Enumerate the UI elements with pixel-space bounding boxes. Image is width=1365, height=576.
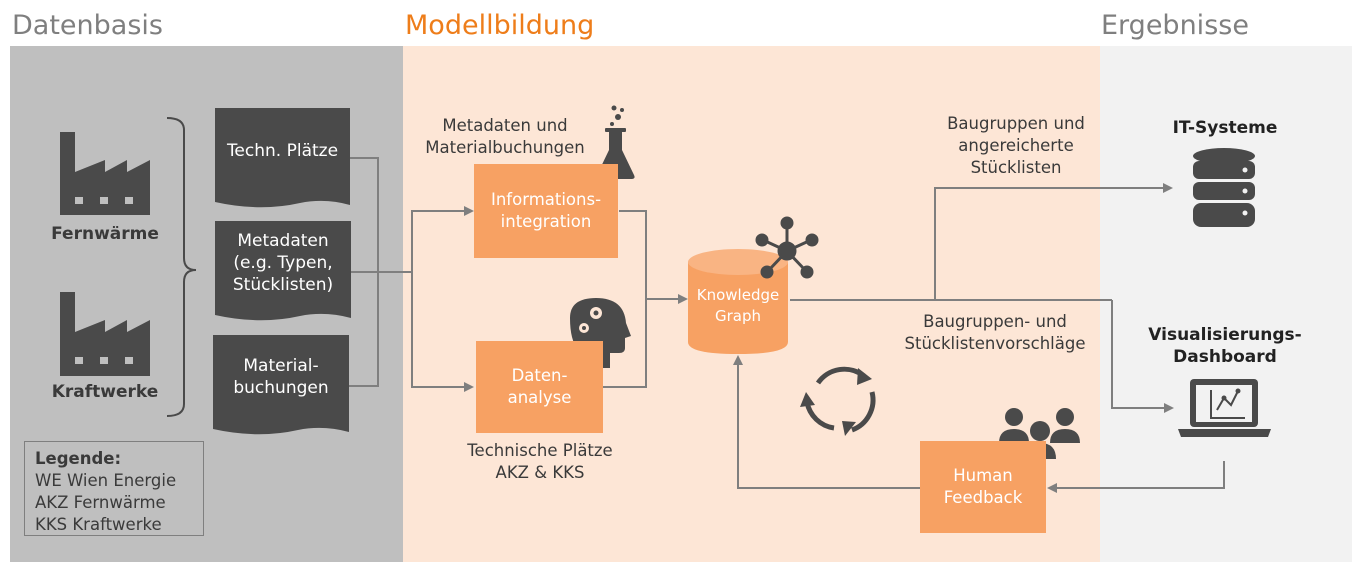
factory-icon-fernwaerme (60, 132, 150, 215)
arrow-feedback-to-graph (733, 355, 920, 489)
knowledge-graph-line1: Knowledge (696, 286, 780, 304)
label-visualisierungs-dashboard: Visualisierungs- Dashboard (1130, 324, 1320, 368)
connector-info-to-graph (619, 210, 647, 298)
cycle-arrowheads (800, 368, 872, 436)
document-shape-materialbuchungen (213, 335, 349, 435)
doc-label-metadaten-line2: (e.g. Typen, (233, 253, 333, 273)
label-metadaten-line2: Materialbuchungen (425, 138, 585, 157)
arrow-to-it-systems (934, 183, 1173, 300)
box-human-feedback: Human Feedback (920, 441, 1046, 533)
label-baugruppen-vorschlaege: Baugruppen- und Stücklistenvorschläge (895, 311, 1095, 355)
doc-label-material-line1: Material- (243, 356, 319, 376)
label-technische-line1: Technische Plätze (467, 441, 613, 460)
box-analyse-line2: analyse (507, 388, 572, 407)
label-fernwaerme: Fernwärme (51, 224, 159, 244)
label-vorschlaege-line2: Stücklistenvorschläge (904, 334, 1086, 353)
label-vorschlaege-line1: Baugruppen- und (923, 312, 1067, 331)
label-technische-plaetze: Technische Plätze AKZ & KKS (455, 440, 625, 484)
doc-label-metadaten-line3: Stücklisten) (232, 275, 334, 295)
doc-label-metadaten-line1: Metadaten (237, 231, 329, 251)
legend-item: AKZ Fernwärme (35, 493, 166, 512)
doc-label-materialbuchungen: Material- buchungen (213, 355, 349, 399)
arrow-to-dashboard (1111, 300, 1174, 413)
doc-label-metadaten: Metadaten (e.g. Typen, Stücklisten) (215, 230, 351, 296)
arrow-to-data-analysis (411, 272, 474, 392)
label-baugruppen-angereichert: Baugruppen und angereicherte Stücklisten (925, 113, 1107, 179)
legend-item: KKS Kraftwerke (35, 515, 162, 534)
doc-label-techn-plaetze: Techn. Plätze (226, 141, 339, 161)
label-it-systeme: IT-Systeme (1172, 118, 1278, 138)
label-kraftwerke: Kraftwerke (51, 382, 159, 402)
knowledge-graph-line2: Graph (714, 307, 761, 325)
legend-title: Legende: (35, 449, 122, 468)
doc-label-material-line2: buchungen (233, 378, 329, 398)
section-title-datenbasis: Datenbasis (12, 10, 163, 41)
database-icon (1193, 148, 1255, 227)
section-title-modellbildung: Modellbildung (405, 10, 595, 41)
laptop-chart-icon (1178, 379, 1271, 437)
factory-icon-kraftwerke (60, 292, 150, 376)
label-technische-line2: AKZ & KKS (495, 463, 585, 482)
document-shape-techn-plaetze (215, 108, 350, 208)
label-dashboard-line1: Visualisierungs- (1148, 325, 1302, 345)
box-feedback-line1: Human (953, 466, 1013, 485)
network-icon (755, 216, 819, 279)
label-baugruppen-line3: Stücklisten (970, 158, 1062, 177)
legend-item: WE Wien Energie (35, 471, 177, 490)
section-title-ergebnisse: Ergebnisse (1101, 10, 1249, 41)
box-analyse-line1: Daten- (511, 366, 568, 385)
label-metadaten-line1: Metadaten und (442, 116, 568, 135)
document-shape-metadaten (215, 221, 351, 321)
label-metadaten-materialbuchungen: Metadaten und Materialbuchungen (415, 115, 595, 159)
knowledge-graph-label: Knowledge Graph (688, 285, 788, 327)
arrow-dashboard-to-feedback (1047, 461, 1225, 493)
box-informationsintegration: Informations- integration (474, 164, 618, 258)
label-baugruppen-line1: Baugruppen und (947, 114, 1085, 133)
box-feedback-line2: Feedback (943, 488, 1023, 507)
connector-analysis-to-graph (603, 298, 647, 388)
panel-ergebnisse (1100, 46, 1352, 562)
label-baugruppen-line2: angereicherte (958, 136, 1074, 155)
box-info-line1: Informations- (490, 190, 602, 209)
legend-box: Legende: WE Wien Energie AKZ Fernwärme K… (24, 441, 204, 536)
box-datenanalyse: Daten- analyse (476, 341, 603, 433)
arrow-to-info-integration (411, 206, 474, 386)
box-info-line2: integration (500, 212, 592, 231)
label-dashboard-line2: Dashboard (1173, 347, 1277, 367)
curly-brace (166, 117, 197, 417)
